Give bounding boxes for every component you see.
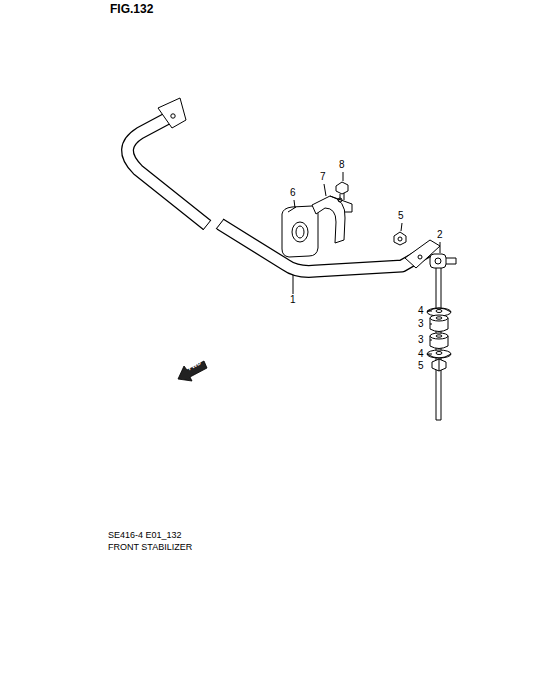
callout-number: 3 [418, 335, 424, 345]
callout-number: 4 [418, 306, 424, 316]
figure-number: FIG.132 [110, 3, 153, 15]
callout-number: 4 [418, 349, 424, 359]
callout-number: 3 [418, 319, 424, 329]
callout-number: 5 [418, 361, 424, 371]
callout-number: 6 [290, 188, 296, 198]
figure-caption: FRONT STABILIZER [108, 543, 192, 552]
drawing-code: SE416-4 E01_132 [108, 531, 182, 540]
callout-number: 7 [320, 172, 326, 182]
callout-number: 1 [290, 295, 296, 305]
callout-number: 5 [398, 211, 404, 221]
callout-number: 8 [339, 160, 345, 170]
callout-number: 2 [437, 230, 443, 240]
